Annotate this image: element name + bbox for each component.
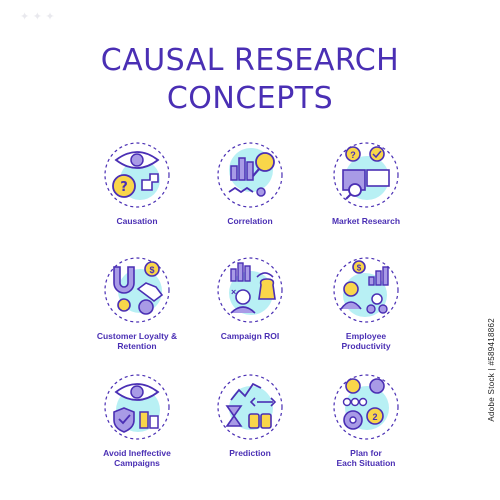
concept-label: Plan for Each Situation [336, 448, 396, 468]
concept-market-research: ? Market Research [306, 140, 426, 226]
concept-label: Employee Productivity [341, 331, 391, 351]
eye-question-icon: ? [104, 142, 170, 208]
concept-label: Campaign ROI [220, 331, 280, 341]
svg-text:$: $ [357, 264, 362, 273]
title-line-1: CAUSAL RESEARCH [100, 43, 400, 78]
concept-causation: ? Causation [77, 140, 197, 226]
money-bag-chart-icon: × [217, 257, 283, 323]
concept-label: Causation [116, 216, 158, 226]
watermark: ✦ ✦ ✦ [20, 10, 55, 23]
magnet-handshake-icon: $ [104, 257, 170, 323]
concept-label: Market Research [331, 216, 401, 226]
eye-check-icon [104, 374, 170, 440]
concept-campaign-roi: × Campaign ROI [190, 255, 310, 341]
team-growth-icon: $ [333, 257, 399, 323]
store-search-icon: ? [333, 142, 399, 208]
concept-label: Prediction [229, 448, 271, 458]
stock-id-label: Adobe Stock | #589418862 [487, 318, 496, 422]
title-line-2: CONCEPTS [166, 81, 334, 116]
concept-employee-productivity: $ Employee Productivity [306, 255, 426, 351]
svg-text:?: ? [120, 180, 128, 195]
concept-plan-each-situation: 2 Plan for Each Situation [306, 372, 426, 468]
concept-prediction: Prediction [190, 372, 310, 458]
hourglass-binoculars-icon [217, 374, 283, 440]
strategy-gears-icon: 2 [333, 374, 399, 440]
concept-label: Correlation [227, 216, 273, 226]
svg-text:$: $ [149, 265, 154, 275]
concept-label: Customer Loyalty & Retention [96, 331, 178, 351]
chart-magnifier-icon [217, 142, 283, 208]
concept-customer-loyalty: $ Customer Loyalty & Retention [77, 255, 197, 351]
svg-text:×: × [231, 287, 236, 297]
svg-text:2: 2 [372, 412, 377, 422]
page-title: CAUSAL RESEARCH CONCEPTS [0, 42, 500, 118]
concept-avoid-ineffective-campaigns: Avoid Ineffective Campaigns [77, 372, 197, 468]
svg-text:?: ? [350, 150, 356, 160]
concept-correlation: Correlation [190, 140, 310, 226]
concept-label: Avoid Ineffective Campaigns [103, 448, 171, 468]
